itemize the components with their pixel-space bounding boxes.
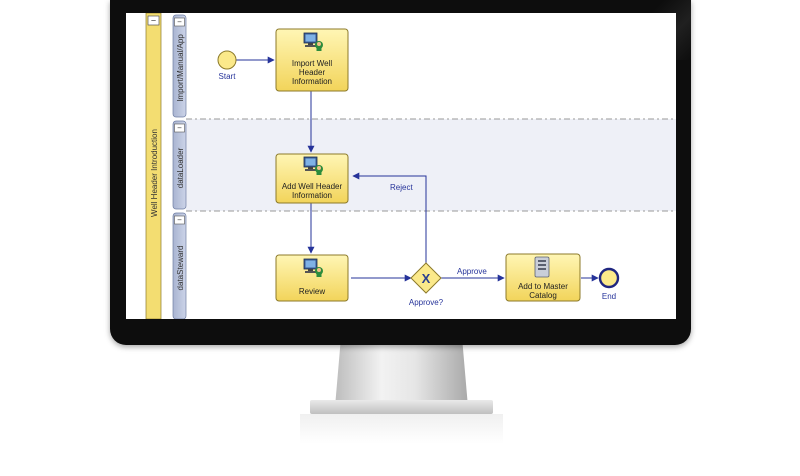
lane-area-3 — [186, 211, 676, 319]
task-add-well-header[interactable]: Add Well Header Information — [275, 153, 349, 204]
lane-area-2 — [186, 119, 676, 211]
lane-collapse-symbol-1: − — [177, 18, 182, 27]
pool-title: Well Header Introduction — [150, 129, 159, 217]
task-import-label-1: Import Well — [292, 59, 333, 68]
task-import-label-3: Information — [292, 77, 332, 86]
task-review[interactable]: Review — [275, 254, 349, 302]
lane-label-import: Import/Manual/App — [176, 34, 185, 102]
task-add-label-2: Information — [292, 191, 332, 200]
monitor-screen: − Well Header Introduction − Import/Manu… — [126, 13, 676, 319]
lane-label-dataloader: dataLoader — [176, 147, 185, 188]
task-catalog-label-2: Catalog — [529, 291, 557, 300]
flow-reject[interactable] — [352, 172, 427, 263]
task-add-master-catalog[interactable]: Add to Master Catalog — [505, 253, 581, 302]
start-label: Start — [219, 72, 237, 81]
lane-collapse-symbol-3: − — [177, 216, 182, 225]
task-catalog-label-1: Add to Master — [518, 282, 568, 291]
pool-collapse-symbol: − — [151, 16, 156, 26]
lane-header-datasteward[interactable] — [172, 212, 187, 319]
task-add-label-1: Add Well Header — [282, 182, 343, 191]
monitor-stand-neck — [335, 345, 468, 407]
lane-header-import[interactable] — [172, 14, 187, 118]
server-icon — [534, 256, 550, 278]
monitor-frame: − Well Header Introduction − Import/Manu… — [110, 0, 691, 345]
task-import-well-header[interactable]: Import Well Header Information — [275, 28, 349, 92]
lane-collapse-symbol-2: − — [177, 124, 182, 133]
pool-collapse-button[interactable] — [147, 15, 160, 26]
flow-label-reject: Reject — [390, 183, 413, 192]
gateway-approve[interactable]: X — [410, 262, 442, 294]
task-import-label-2: Header — [299, 68, 326, 77]
gateway-label: Approve? — [409, 298, 444, 307]
bpmn-diagram: − Well Header Introduction − Import/Manu… — [145, 13, 676, 319]
lane-collapse-button-3[interactable] — [174, 215, 185, 225]
lane-collapse-button-1[interactable] — [174, 17, 185, 27]
flow-label-approve: Approve — [457, 267, 487, 276]
monitor-stand-base — [310, 400, 493, 414]
lane-label-datasteward: dataSteward — [176, 246, 185, 291]
start-event[interactable] — [217, 50, 237, 70]
lane-area-1 — [186, 13, 676, 119]
task-review-label: Review — [299, 287, 325, 296]
end-event[interactable] — [598, 267, 620, 289]
end-label: End — [602, 292, 616, 301]
pool-header[interactable] — [145, 13, 162, 319]
lane-collapse-button-2[interactable] — [174, 123, 185, 133]
lane-header-dataloader[interactable] — [172, 120, 187, 210]
stand-shadow — [300, 414, 503, 444]
gateway-x-icon: X — [422, 271, 431, 286]
